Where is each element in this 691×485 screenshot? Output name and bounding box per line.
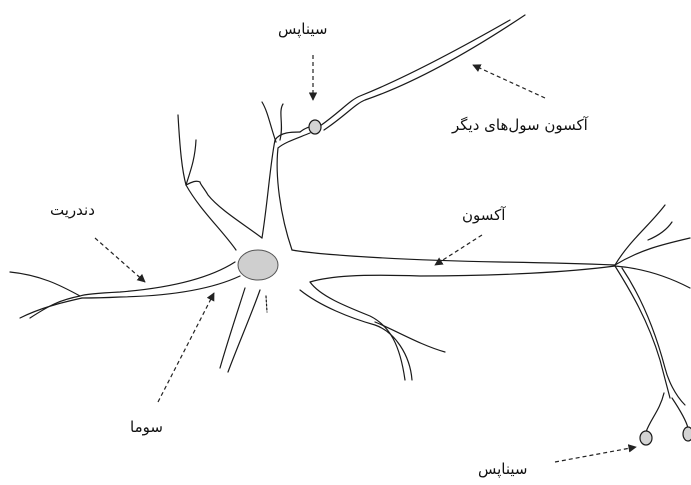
label-synapse-bottom: سیناپس	[478, 462, 528, 477]
label-axon: آکسون	[462, 208, 505, 223]
axon-terminals	[615, 205, 690, 432]
arrow-dendrite	[95, 238, 145, 282]
arrow-synapse-bottom	[555, 447, 636, 462]
arrow-other-axons	[473, 65, 545, 98]
label-dendrite: دندریت	[50, 203, 95, 218]
synapse-terminal-bottom-right	[683, 427, 691, 441]
neuron-outline	[10, 102, 615, 380]
synapse-terminal-top	[309, 120, 321, 134]
label-soma: سوما	[130, 420, 163, 435]
label-other-axons: آکسون سول‌های دیگر	[452, 118, 588, 133]
label-synapse-top: سیناپس	[278, 22, 328, 37]
arrow-soma	[158, 293, 214, 402]
synapse-terminal-bottom-left	[640, 431, 652, 445]
nucleus	[238, 250, 278, 280]
